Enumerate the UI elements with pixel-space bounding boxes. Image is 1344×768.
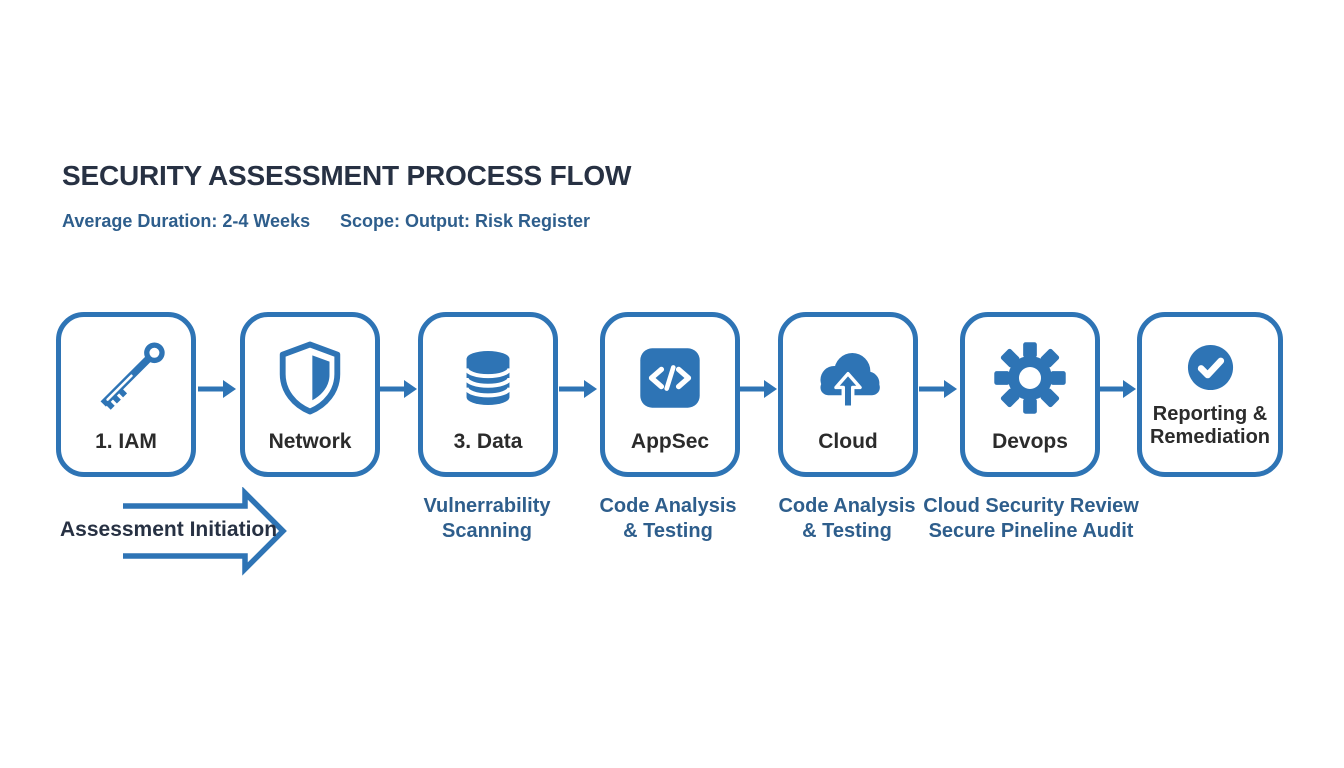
step-label: AppSec: [630, 430, 710, 453]
scope-output-label: Scope: Output: Risk Register: [340, 211, 591, 231]
flow-arrow-icon: [559, 380, 597, 398]
initiation-arrow-icon: [123, 487, 287, 576]
flow-arrow-icon: [739, 380, 777, 398]
sublabel-line: Secure Pineline Audit: [928, 520, 1134, 542]
code-icon: [637, 336, 703, 420]
sublabel-line: & Testing: [802, 520, 892, 542]
sublabel-line: Code Analysis: [599, 495, 737, 517]
sublabel-line: Vulnerrability: [423, 495, 551, 517]
flow-arrow-icon: [919, 380, 957, 398]
step-label: Devops: [992, 430, 1068, 453]
flow-arrow-icon: [198, 380, 236, 398]
database-icon: [451, 336, 525, 420]
step-label: Reporting & Remediation: [1149, 402, 1271, 448]
step-sublabel-devops: Cloud Security Review Secure Pineline Au…: [911, 494, 1151, 544]
cloud-upload-icon: [805, 336, 891, 420]
step-sublabel-cloud: Code Analysis & Testing: [727, 494, 967, 544]
page-title: SECURITY ASSESSMENT PROCESS FLOW: [62, 160, 632, 191]
flow-step-data: 3. Data: [418, 312, 558, 477]
flow-arrow-icon: [379, 380, 417, 398]
step-sublabel-appsec: Code Analysis & Testing: [548, 494, 788, 544]
step-label: 1. IAM: [95, 430, 157, 453]
gear-icon: [992, 336, 1068, 420]
sublabel-line: Scanning: [441, 520, 532, 542]
sublabel-line: & Testing: [623, 520, 713, 542]
flow-step-iam: 1. IAM: [56, 312, 196, 477]
flow-step-appsec: AppSec: [600, 312, 740, 477]
average-duration-label: Average Duration: 2-4 Weeks: [62, 211, 311, 231]
step-sublabel-data: Vulnerrability Scanning: [367, 494, 607, 544]
step-label: 3. Data: [453, 430, 523, 453]
flow-step-reporting-remediation: Reporting & Remediation: [1137, 312, 1283, 477]
step-label: Cloud: [818, 430, 878, 453]
sublabel-line: Code Analysis: [778, 495, 916, 517]
flow-step-cloud: Cloud: [778, 312, 918, 477]
sublabel-line: Cloud Security Review: [923, 495, 1139, 517]
flow-step-network: Network: [240, 312, 380, 477]
shield-icon: [271, 336, 349, 420]
check-circle-icon: [1187, 341, 1234, 395]
flow-step-devops: Devops: [960, 312, 1100, 477]
flow-arrow-icon: [1098, 380, 1136, 398]
key-icon: [86, 336, 166, 420]
step-label: Network: [268, 430, 352, 453]
assessment-initiation-label: Assessment Initiation: [60, 518, 278, 541]
